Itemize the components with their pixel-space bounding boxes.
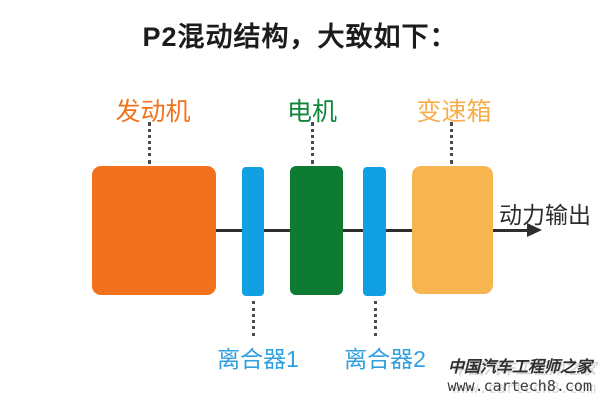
gearbox-leader-line <box>450 122 453 164</box>
diagram-title: P2混动结构，大致如下： <box>142 22 458 52</box>
motor-leader-line <box>311 122 314 164</box>
motor-block <box>290 166 343 295</box>
power-output-label: 动力输出 <box>499 202 591 228</box>
clutch2-label: 离合器2 <box>344 346 426 372</box>
gearbox-block <box>412 166 493 294</box>
watermark-site-url: www.cartech8.com <box>447 376 593 395</box>
clutch1-leader-line <box>252 301 255 336</box>
watermark: 中国汽车工程师之家 www.cartech8.com <box>448 359 593 395</box>
arrow-head-icon <box>527 223 542 237</box>
clutch1-block <box>242 167 264 296</box>
clutch1-label: 离合器1 <box>217 346 299 372</box>
engine-block <box>92 166 216 295</box>
motor-label: 电机 <box>286 98 338 126</box>
gearbox-label: 变速箱 <box>416 98 492 126</box>
engine-label: 发动机 <box>115 98 191 126</box>
engine-leader-line <box>148 122 151 164</box>
watermark-site-name: 中国汽车工程师之家 <box>447 359 592 377</box>
clutch2-leader-line <box>374 301 377 336</box>
clutch2-block <box>363 167 386 296</box>
